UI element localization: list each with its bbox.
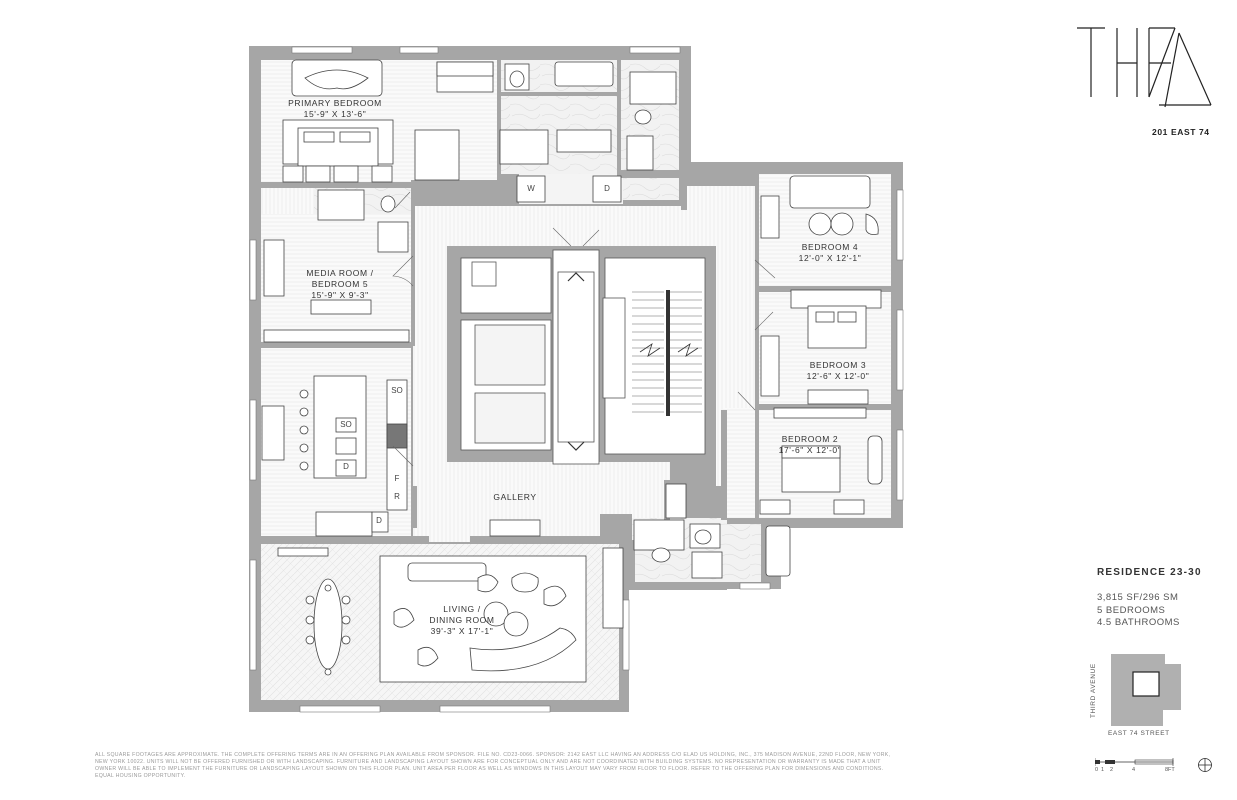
residence-bedrooms: 5 BEDROOMS	[1097, 604, 1166, 616]
steam-oven-label: SO	[391, 386, 403, 395]
residence-bathrooms: 4.5 BATHROOMS	[1097, 617, 1180, 628]
dishwasher-counter-label: D	[376, 516, 382, 525]
scale-tick: 4	[1132, 767, 1136, 773]
room-name-line1: MEDIA ROOM /	[306, 268, 374, 278]
room-name: GALLERY	[493, 492, 537, 502]
residence-title: RESIDENCE 23-30	[1097, 567, 1202, 578]
key-plan	[1111, 654, 1181, 726]
windows	[249, 46, 904, 713]
room-media-room: MEDIA ROOM / BEDROOM 5 15'-9" X 9'-3"	[290, 268, 390, 301]
scale-tick: 1	[1101, 767, 1105, 773]
fridge-label: F	[394, 474, 400, 483]
range-label: R	[394, 492, 400, 501]
street-label: EAST 74 STREET	[1108, 730, 1170, 737]
room-name: BEDROOM 4	[801, 242, 859, 252]
building-address: 201 EAST 74	[1152, 127, 1210, 137]
residence-area: 3,815 SF/296 SM	[1097, 592, 1179, 603]
north-arrow-icon	[1198, 758, 1212, 772]
scale-tick: 0	[1095, 767, 1099, 773]
room-name: BEDROOM 3	[809, 360, 867, 370]
room-name: PRIMARY BEDROOM	[288, 98, 382, 108]
washer-label: W	[527, 184, 535, 193]
room-name-line1: LIVING /	[443, 604, 481, 614]
scale-bar	[1095, 758, 1174, 766]
dryer-label: D	[604, 184, 610, 193]
room-bedroom-4: BEDROOM 4 12'-0" X 12'-1"	[780, 242, 880, 264]
room-primary-bedroom: PRIMARY BEDROOM 15'-9" X 13'-6"	[280, 98, 390, 120]
scale-tick: 8FT	[1165, 767, 1175, 773]
residence-stats: 3,815 SF/296 SM 5 BEDROOMS 4.5 BATHROOMS	[1097, 592, 1180, 630]
door-swings	[392, 191, 776, 467]
room-dimensions: 17'-6" X 12'-0"	[778, 445, 842, 455]
room-name-line2: BEDROOM 5	[311, 279, 369, 289]
room-dimensions: 15'-9" X 13'-6"	[303, 109, 367, 119]
scale-tick: 2	[1110, 767, 1114, 773]
avenue-label: THIRD AVENUE	[1090, 663, 1097, 718]
room-dimensions: 12'-0" X 12'-1"	[798, 253, 862, 263]
room-name-line2: DINING ROOM	[429, 615, 495, 625]
building-core	[447, 246, 716, 465]
steam-oven-island-label: SO	[340, 420, 352, 429]
room-dimensions: 12'-6" X 12'-0"	[806, 371, 870, 381]
room-dimensions: 15'-9" X 9'-3"	[311, 290, 369, 300]
the-74-logo	[1077, 27, 1212, 108]
furniture	[261, 59, 883, 683]
room-name: BEDROOM 2	[781, 434, 839, 444]
room-gallery: GALLERY	[480, 492, 550, 503]
room-dimensions: 39'-3" X 17'-1"	[430, 626, 494, 636]
legal-disclaimer: ALL SQUARE FOOTAGES ARE APPROXIMATE. THE…	[95, 752, 891, 779]
room-bedroom-3: BEDROOM 3 12'-6" X 12'-0"	[788, 360, 888, 382]
room-bedroom-2: BEDROOM 2 17'-6" X 12'-0"	[760, 434, 860, 456]
room-living-dining: LIVING / DINING ROOM 39'-3" X 17'-1"	[412, 604, 512, 637]
interior-walls	[261, 60, 891, 590]
dishwasher-island-label: D	[343, 462, 349, 471]
